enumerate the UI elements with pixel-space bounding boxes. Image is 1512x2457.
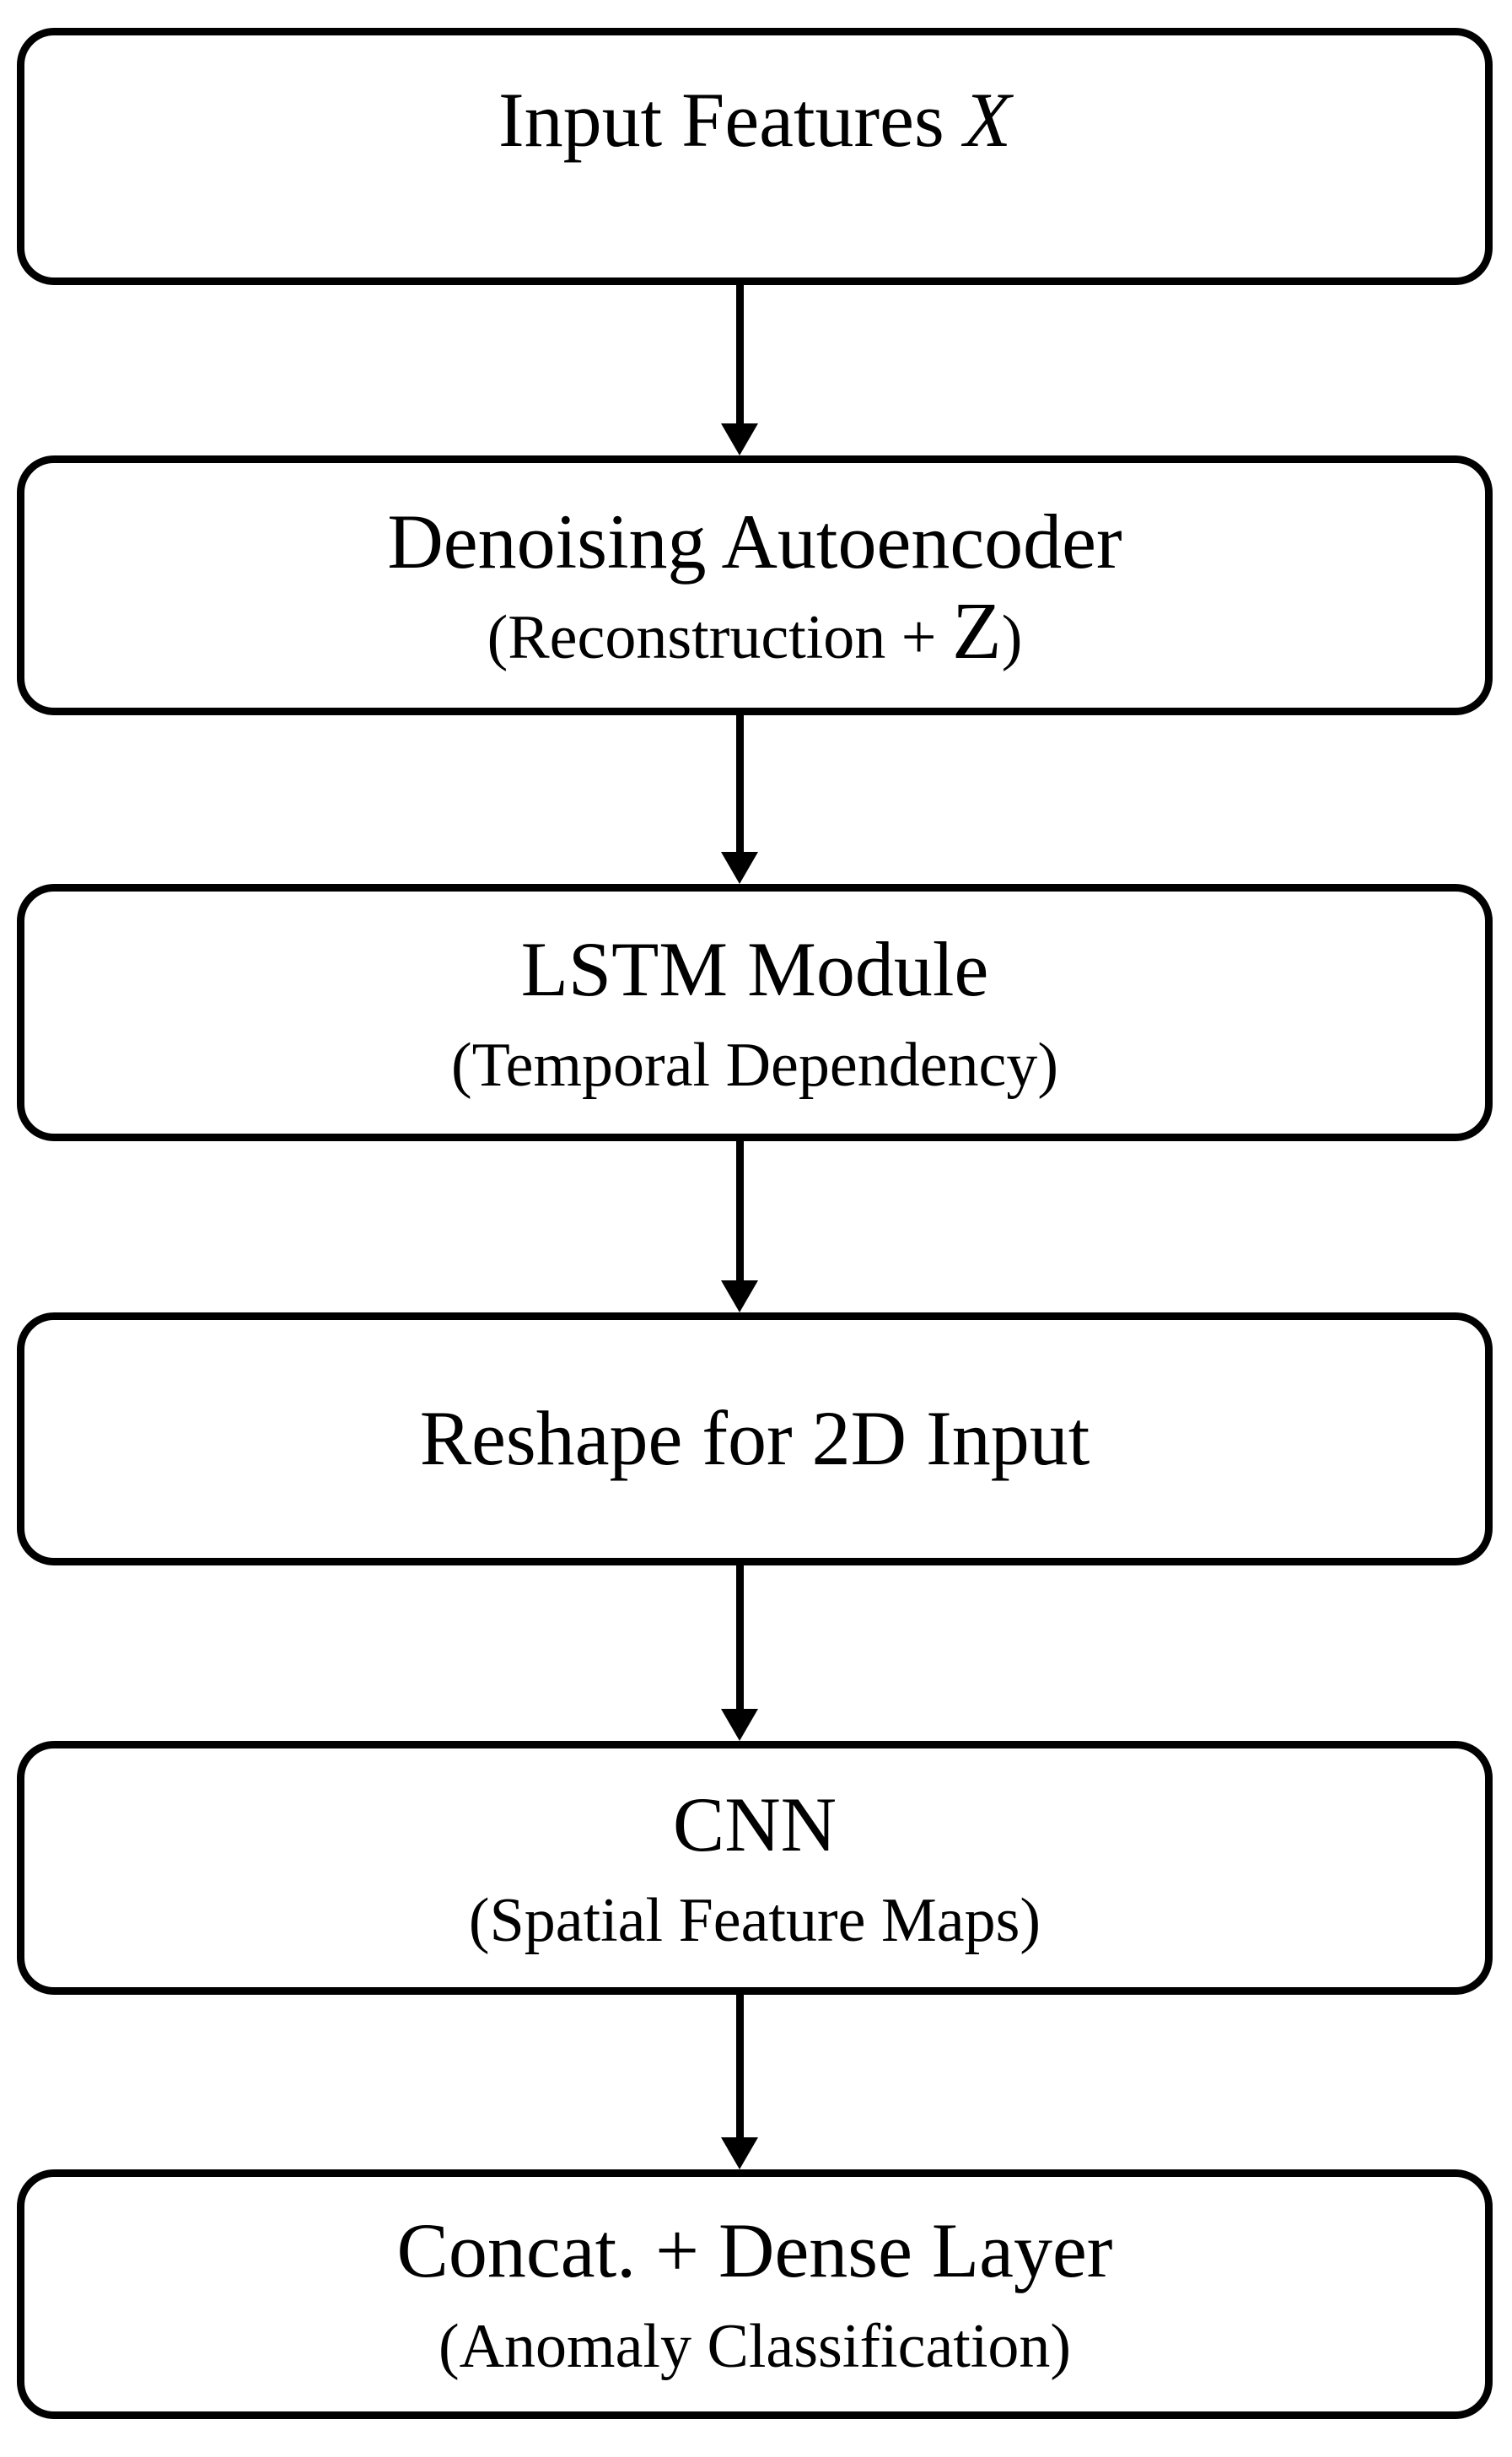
- flow-box-input-features: Input Features X: [17, 28, 1493, 285]
- flow-box-concat-dense: Concat. + Dense Layer (Anomaly Classific…: [17, 2169, 1493, 2419]
- box-title: Concat. + Dense Layer: [396, 2207, 1113, 2294]
- box-title: Input Features X: [498, 76, 1011, 165]
- box-subtitle: (Spatial Feature Maps): [468, 1885, 1041, 1955]
- variable-x: X: [963, 77, 1012, 164]
- flow-box-lstm-module: LSTM Module (Temporal Dependency): [17, 884, 1493, 1141]
- arrow-head-down-icon: [721, 423, 758, 455]
- arrow-stem: [735, 715, 744, 852]
- box-title-text: Input Features: [498, 77, 964, 164]
- variable-z: Z: [952, 585, 1002, 676]
- arrow-stem: [735, 285, 744, 423]
- box-subtitle: (Anomaly Classification): [438, 2312, 1072, 2382]
- flow-box-reshape-2d: Reshape for 2D Input: [17, 1312, 1493, 1565]
- arrow-stem: [735, 1565, 744, 1709]
- arrow-head-down-icon: [721, 852, 758, 884]
- arrow-stem: [735, 1141, 744, 1280]
- flow-arrow-2: [721, 715, 758, 884]
- box-subtitle-close: ): [1001, 603, 1023, 673]
- flow-arrow-3: [721, 1141, 758, 1312]
- box-title: Denoising Autoencoder: [387, 498, 1122, 585]
- box-subtitle: (Temporal Dependency): [450, 1030, 1059, 1100]
- flow-box-denoising-autoencoder: Denoising Autoencoder (Reconstruction + …: [17, 455, 1493, 715]
- box-subtitle: (Reconstruction + Z): [487, 590, 1023, 673]
- box-subtitle-text: (Reconstruction +: [487, 603, 953, 673]
- arrow-head-down-icon: [721, 2137, 758, 2169]
- flow-box-cnn: CNN (Spatial Feature Maps): [17, 1741, 1493, 1995]
- box-title: LSTM Module: [520, 925, 989, 1012]
- arrow-head-down-icon: [721, 1280, 758, 1312]
- flow-arrow-1: [721, 285, 758, 455]
- arrow-stem: [735, 1995, 744, 2137]
- flow-arrow-5: [721, 1995, 758, 2169]
- box-title: Reshape for 2D Input: [419, 1395, 1090, 1482]
- arrow-head-down-icon: [721, 1709, 758, 1741]
- box-title: CNN: [672, 1781, 837, 1867]
- flow-arrow-4: [721, 1565, 758, 1741]
